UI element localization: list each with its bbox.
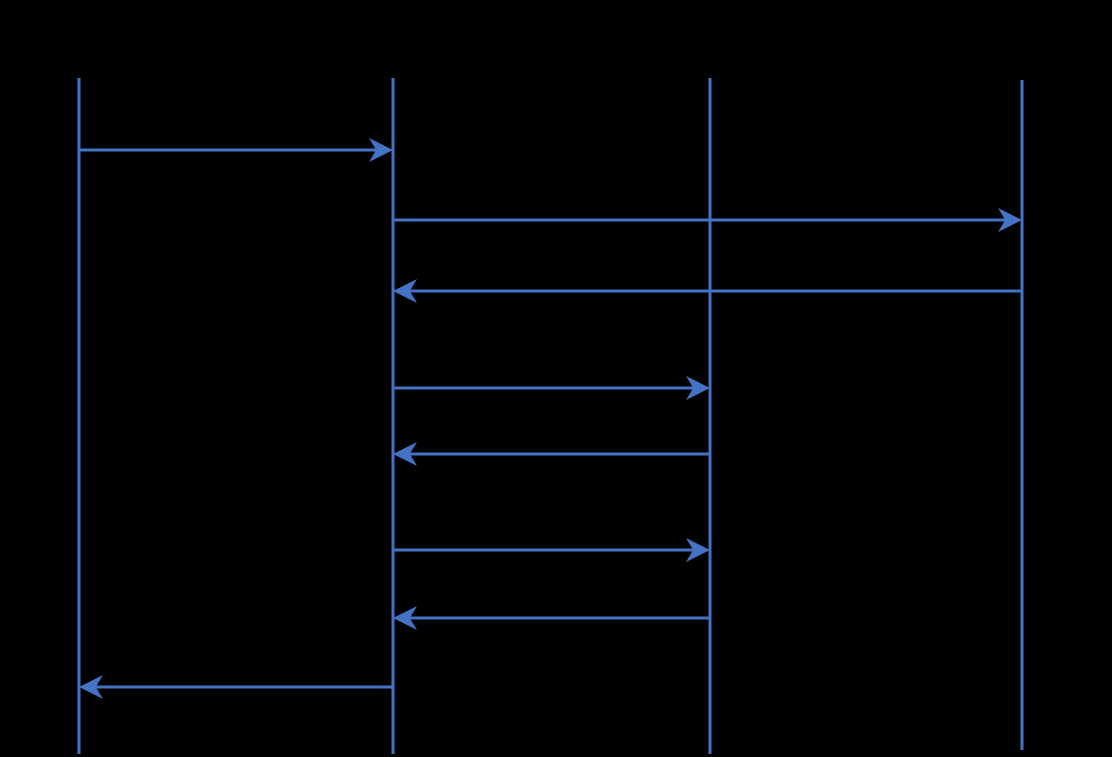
messages-group (79, 138, 1023, 699)
lifelines-group (77, 78, 1024, 754)
